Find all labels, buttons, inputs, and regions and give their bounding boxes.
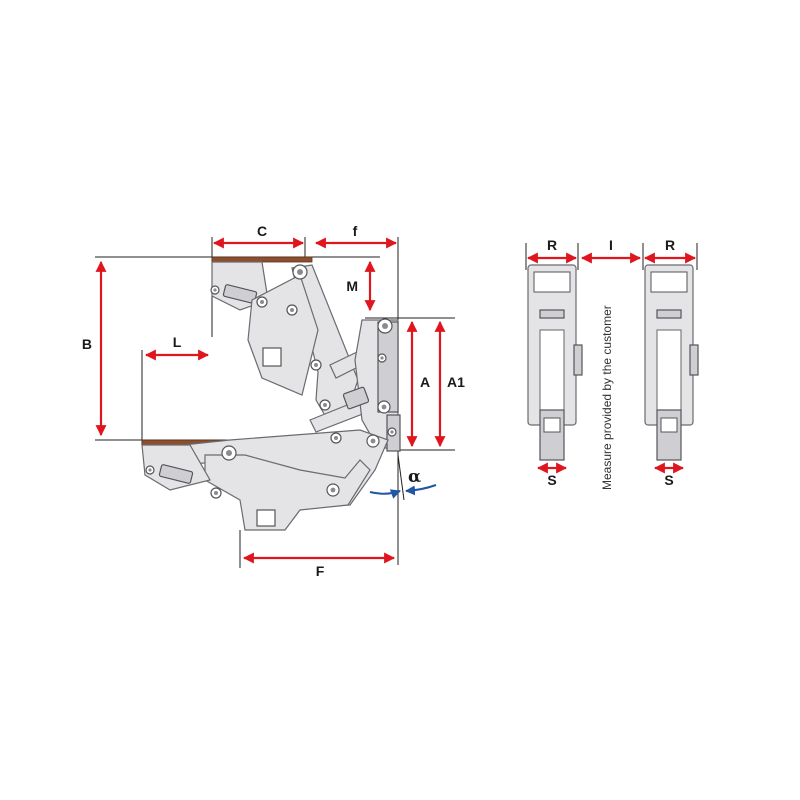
mounting-plate-spring [377, 321, 399, 413]
dimension-a-label: A [420, 374, 430, 390]
dimension-r-right-label: R [665, 237, 675, 253]
left-front-mechanism [527, 264, 583, 461]
lower-linkage-plate [204, 454, 371, 531]
dimension-m-label: M [346, 278, 358, 294]
pivot-pin-center [297, 269, 303, 275]
dimension-r-left-label: R [547, 237, 557, 253]
right-foot-window [660, 417, 678, 433]
left-slot [539, 309, 565, 319]
dimension-l-label: L [173, 334, 182, 350]
right-channel [656, 329, 682, 411]
angle-alpha-label: α [408, 467, 421, 487]
left-foot-window [543, 417, 561, 433]
upper-square-cutout [262, 347, 282, 367]
dimension-F-label: F [316, 563, 325, 579]
dimension-s-left-label: S [547, 472, 556, 488]
dimension-i-label: I [609, 237, 613, 253]
lower-square-cutout [256, 509, 276, 527]
pivot-pin-center [370, 438, 376, 444]
side-view: C f M B L A A1 α F [82, 223, 465, 579]
left-channel [539, 329, 565, 411]
left-side-knob [573, 344, 583, 376]
right-front-mechanism [644, 264, 699, 461]
pivot-pin-center [314, 363, 318, 367]
dimension-a1-label: A1 [447, 374, 465, 390]
left-top-window [533, 271, 571, 293]
pivot-pin-center [148, 468, 152, 472]
dimension-f-label: f [353, 223, 358, 239]
dimension-s-right-label: S [664, 472, 673, 488]
pivot-pin-center [260, 300, 264, 304]
dimension-c-label: C [257, 223, 267, 239]
lower-damper [158, 464, 194, 484]
pivot-pin-center [226, 450, 232, 456]
pivot-pin-center [330, 487, 336, 493]
angle-alpha-arrow-left [369, 489, 401, 499]
right-slot [656, 309, 682, 319]
pivot-pin-center [214, 491, 218, 495]
angle-alpha-ray [397, 454, 405, 501]
upper-door-panel [211, 256, 313, 263]
right-side-knob [689, 344, 699, 376]
pivot-pin-center [334, 436, 338, 440]
pivot-pins [145, 264, 397, 499]
right-top-window [650, 271, 688, 293]
customer-measure-note: Measure provided by the customer [600, 305, 614, 490]
pivot-pin-center [380, 356, 384, 360]
angle-alpha-arrow-right [405, 484, 437, 496]
pivot-pin-center [390, 430, 394, 434]
dimension-b-label: B [82, 336, 92, 352]
front-view: R I R S S Measure provided by the custom… [525, 237, 699, 490]
pivot-pin-center [381, 404, 387, 410]
mechanism-damper [342, 386, 370, 410]
pivot-pin-center [213, 288, 217, 292]
pivot-pin-center [382, 323, 388, 329]
pivot-pin-center [323, 403, 327, 407]
pivot-pin-center [290, 308, 294, 312]
